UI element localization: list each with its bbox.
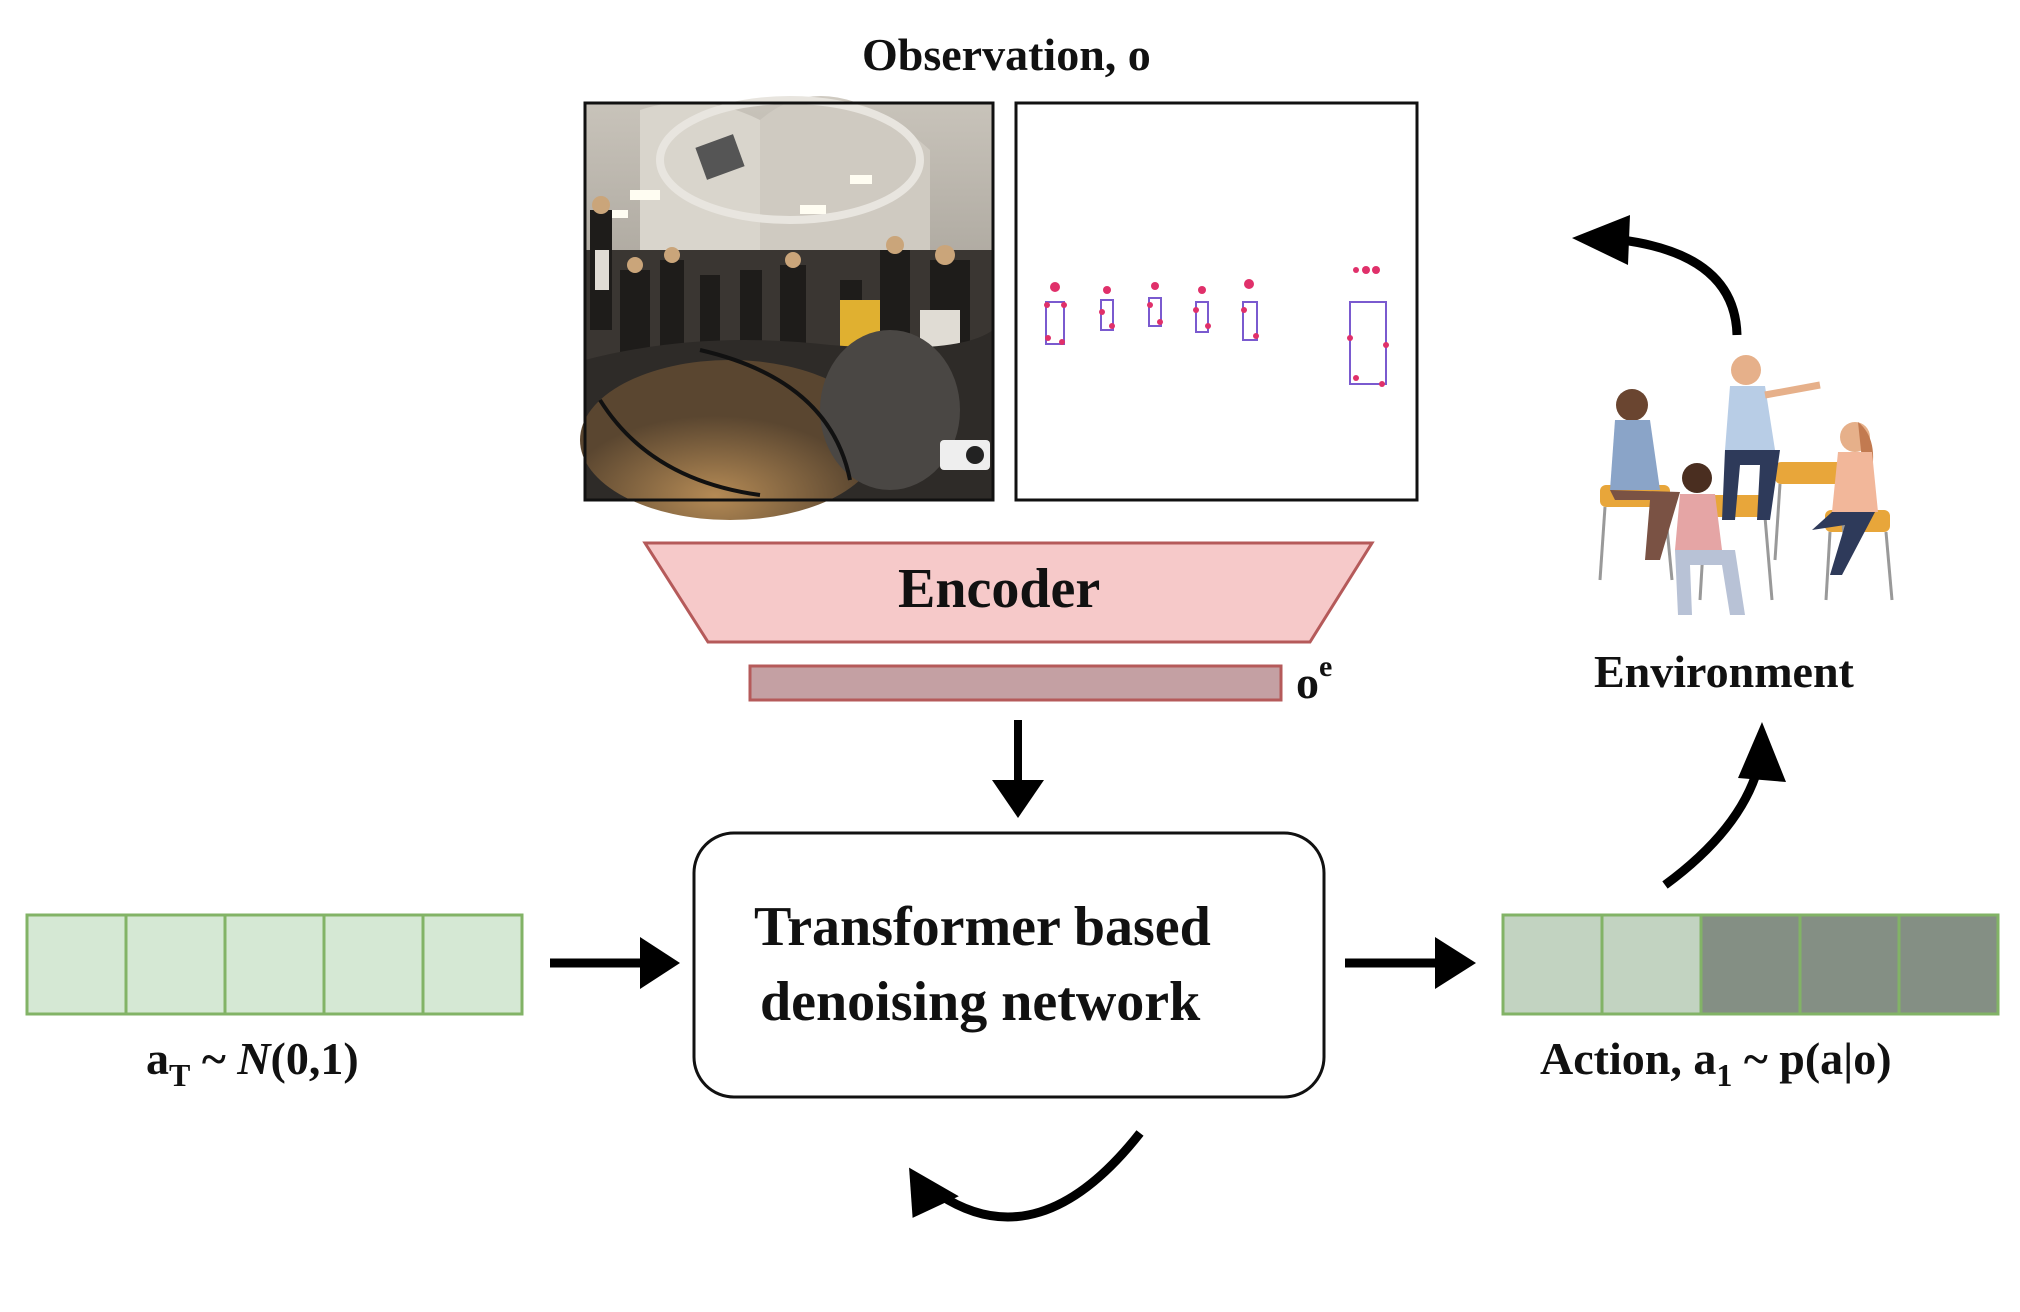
embedding-base: o: [1296, 657, 1319, 708]
embedding-sup: e: [1319, 650, 1333, 683]
network-box: [692, 831, 1326, 1099]
action-base: a: [1693, 1033, 1717, 1084]
network-label-line1: Transformer based: [754, 896, 1211, 958]
action-label: Action, a1 ~ p(a|o): [1540, 1032, 1892, 1094]
noise-args: (0,1): [270, 1033, 359, 1084]
noise-sub: T: [169, 1057, 191, 1093]
action-sub: 1: [1716, 1057, 1733, 1093]
action-vector: [1501, 913, 2000, 1016]
arrow-environment-to-observation: [1621, 235, 1742, 336]
action-rest: ~ p(a|o): [1732, 1033, 1892, 1084]
noise-base: a: [146, 1033, 169, 1084]
action-prefix: Action,: [1540, 1033, 1694, 1084]
embedding-bar: [748, 664, 1283, 702]
noise-tilde: ~: [190, 1033, 238, 1084]
denoising-loop-arrow: [937, 1130, 1144, 1222]
arrow-action-to-environment: [1662, 766, 1763, 889]
noise-label: aT ~ N(0,1): [146, 1032, 359, 1094]
environment-label: Environment: [1594, 646, 1854, 697]
embedding-label: oe: [1296, 650, 1332, 709]
encoder-label: Encoder: [898, 558, 1101, 620]
noise-vector: [25, 913, 524, 1016]
network-label-line2: denoising network: [760, 971, 1201, 1033]
observation-title: Observation, o: [862, 29, 1151, 80]
noise-dist: N: [237, 1033, 271, 1084]
